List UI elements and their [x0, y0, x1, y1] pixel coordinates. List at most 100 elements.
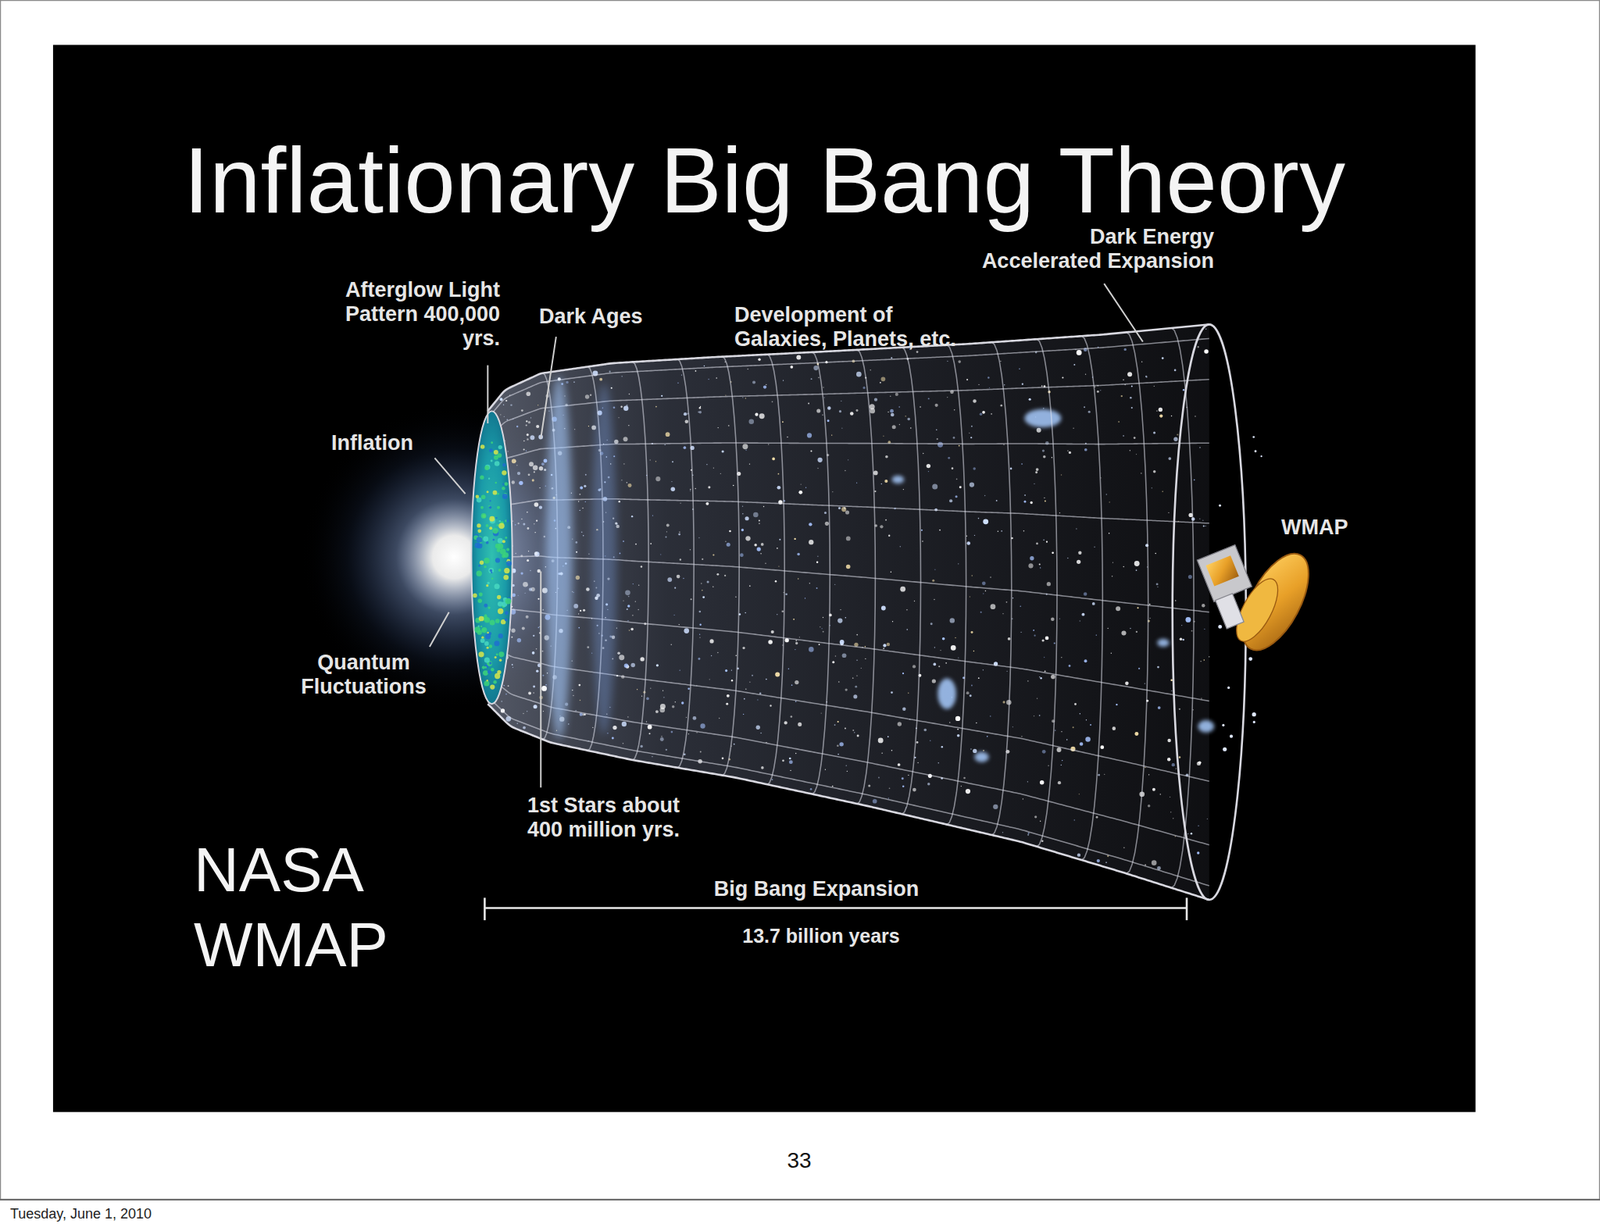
star	[660, 395, 663, 397]
star	[697, 657, 700, 661]
star	[767, 443, 769, 445]
star	[1154, 553, 1157, 555]
star	[617, 417, 619, 418]
star	[1045, 636, 1050, 641]
star	[899, 424, 900, 425]
star	[671, 460, 674, 463]
star	[667, 577, 672, 583]
star	[832, 785, 834, 788]
star	[1003, 384, 1005, 386]
fluctuation-spot	[503, 575, 509, 581]
star	[579, 610, 582, 612]
star	[1039, 676, 1040, 678]
star	[665, 749, 668, 751]
star	[1032, 629, 1035, 632]
star	[979, 412, 983, 416]
star	[688, 733, 690, 735]
star	[1193, 478, 1196, 481]
star	[537, 627, 540, 629]
star	[510, 628, 515, 633]
star	[757, 358, 761, 361]
star	[712, 586, 714, 588]
star	[542, 609, 544, 611]
star	[1199, 518, 1200, 520]
star	[621, 375, 622, 377]
star	[507, 685, 510, 687]
fluctuation-spot	[506, 548, 510, 552]
star	[821, 712, 822, 714]
star	[832, 660, 835, 664]
star	[503, 416, 505, 418]
star	[846, 564, 851, 570]
star	[775, 580, 777, 583]
star	[578, 613, 579, 615]
star	[932, 678, 936, 683]
star	[585, 587, 590, 592]
galaxy	[937, 678, 957, 710]
star	[1205, 328, 1208, 330]
star	[973, 650, 975, 652]
star	[516, 464, 518, 466]
fluctuation-spot	[499, 659, 503, 663]
star	[533, 704, 538, 709]
star	[822, 386, 824, 388]
star	[764, 563, 766, 565]
star	[543, 535, 546, 538]
star	[715, 377, 717, 379]
star	[1157, 586, 1158, 588]
star	[835, 655, 836, 657]
galaxy	[892, 475, 905, 484]
fluctuation-spot	[480, 444, 486, 450]
star	[742, 646, 745, 650]
star	[1217, 625, 1222, 629]
star	[808, 539, 814, 545]
star	[1176, 433, 1179, 436]
star	[1036, 697, 1038, 699]
star	[759, 413, 765, 419]
star	[749, 682, 750, 683]
star	[917, 762, 919, 765]
star	[745, 450, 747, 451]
star	[660, 735, 662, 737]
star	[1007, 637, 1011, 641]
star	[1041, 385, 1043, 387]
star	[1167, 757, 1171, 761]
star	[517, 595, 519, 597]
star	[620, 406, 622, 408]
star	[571, 689, 573, 691]
star	[1039, 567, 1041, 568]
star	[1222, 747, 1227, 752]
star	[733, 743, 736, 746]
star	[572, 695, 574, 697]
star	[526, 438, 529, 440]
star	[797, 578, 800, 580]
fluctuation-spot	[483, 680, 490, 686]
star	[953, 436, 956, 440]
footer-date: Tuesday, June 1, 2010	[10, 1206, 323, 1223]
star	[728, 530, 732, 533]
star	[885, 455, 889, 459]
star	[892, 425, 897, 429]
grid-line	[902, 347, 922, 815]
fluctuation-spot	[496, 453, 502, 458]
grid-line	[857, 350, 875, 804]
star	[1156, 410, 1158, 412]
fluctuation-spot	[479, 560, 484, 565]
star	[517, 723, 518, 725]
star	[1131, 407, 1133, 409]
star	[950, 617, 955, 623]
star	[864, 658, 866, 660]
star	[1041, 839, 1043, 842]
slide-frame	[0, 0, 1600, 1200]
star	[897, 763, 901, 767]
star	[683, 412, 687, 416]
star	[796, 553, 800, 557]
fluctuation-spot	[506, 519, 509, 522]
star	[900, 546, 902, 548]
star	[882, 647, 885, 650]
star	[778, 473, 780, 475]
star	[760, 553, 761, 554]
star	[984, 495, 986, 497]
star	[622, 742, 625, 745]
star	[671, 731, 674, 734]
